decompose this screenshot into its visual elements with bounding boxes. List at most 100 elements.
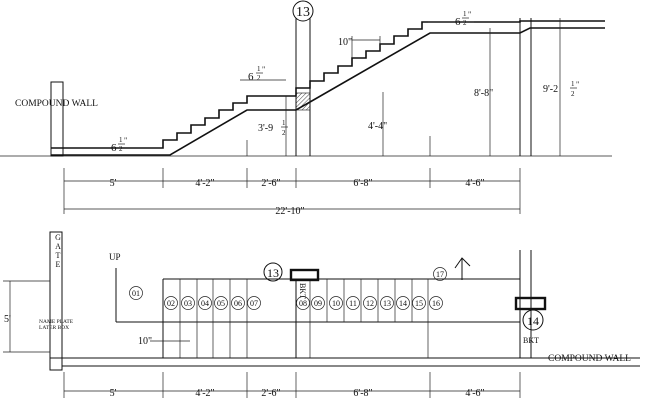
step-bubble <box>363 296 377 310</box>
section-dim-5: 4'-6" <box>465 178 484 189</box>
step-bubble <box>346 296 360 310</box>
height-9-2-frac-num: 1 <box>571 80 575 88</box>
name-plate-line-1: NAME PLATE <box>39 319 74 325</box>
grid-bubble-13 <box>292 0 314 22</box>
svg-text:6: 6 <box>111 142 117 154</box>
gate-letter-e: E <box>56 260 61 269</box>
hatched-beam <box>295 92 311 111</box>
bkt-vertical-label: BKT <box>298 283 307 299</box>
compound-wall-post <box>50 81 64 157</box>
plan-tread-label: 10" <box>138 336 152 347</box>
gate-letter-a: A <box>55 242 61 251</box>
name-plate-line-2: LATER BOX <box>39 325 69 331</box>
step-number-10: 10 <box>332 299 340 308</box>
svg-text:": " <box>468 10 471 19</box>
svg-text:": " <box>262 65 265 74</box>
plan-dim-5: 4'-6" <box>465 388 484 399</box>
step-number-16: 16 <box>432 299 440 308</box>
step-number-17: 17 <box>436 270 444 279</box>
step-bubble <box>433 267 447 281</box>
height-frac-num: 1 <box>282 119 286 127</box>
height-9-2-suffix: " <box>576 80 579 89</box>
gate-letter-g: G <box>55 233 61 242</box>
step-number-03: 03 <box>184 299 192 308</box>
height-frac-den: 2 <box>282 129 286 137</box>
height-9-2-frac-den: 2 <box>571 90 575 98</box>
grid-bubble-14 <box>522 309 544 331</box>
tread-dim-10: 10" <box>338 36 381 58</box>
height-label-4-4: 4'-4" <box>368 121 387 132</box>
step-bubble <box>231 296 245 310</box>
svg-text:2: 2 <box>463 19 467 27</box>
step-bubble <box>198 296 212 310</box>
step-number-05: 05 <box>217 299 225 308</box>
svg-text:10": 10" <box>338 37 352 48</box>
plan-dim-2: 4'-2" <box>195 388 214 399</box>
riser-label-mid: 6 1 2 " <box>240 65 286 83</box>
height-label-3-9: 3'-9 <box>258 123 273 134</box>
step-number-14: 14 <box>399 299 407 308</box>
step-number-12: 12 <box>366 299 374 308</box>
step-number-07: 07 <box>250 299 258 308</box>
grid-bubble-13-plan <box>263 262 283 282</box>
width-dim-label: 5' <box>4 314 11 325</box>
svg-text:6: 6 <box>248 71 254 83</box>
beam-13 <box>289 268 320 282</box>
svg-text:1: 1 <box>463 10 467 18</box>
plan-compound-wall-label: COMPOUND WALL <box>548 354 631 364</box>
step-number-02: 02 <box>167 299 175 308</box>
gate-letter-t: T <box>56 251 61 260</box>
height-label-9-2: 9'-2 <box>543 84 558 95</box>
step-bubble <box>396 296 410 310</box>
step-number-15: 15 <box>415 299 423 308</box>
plan-dim-3: 2'-6" <box>261 388 280 399</box>
step-bubble <box>380 296 394 310</box>
step-number-08: 08 <box>299 299 307 308</box>
section-dim-1: 5' <box>110 178 117 189</box>
grid-bubble-13-text: 13 <box>296 5 310 20</box>
svg-text:1: 1 <box>119 136 123 144</box>
step-bubble <box>214 296 228 310</box>
up-label: UP <box>109 252 121 262</box>
section-dim-4: 6'-8" <box>353 178 372 189</box>
gate-post <box>49 231 63 371</box>
compound-wall-label: COMPOUND WALL <box>15 99 98 109</box>
plan-dim-1: 5' <box>110 388 117 399</box>
svg-text:1: 1 <box>257 65 261 73</box>
svg-text:": " <box>124 136 127 145</box>
riser-label-top: 6 1 2 " <box>428 10 474 28</box>
height-label-8-8: 8'-8" <box>474 88 493 99</box>
step-bubble <box>164 296 178 310</box>
section-dim-chain: 5' 4'-2" 2'-6" 6'-8" 4'-6" 22'-10" <box>63 168 521 217</box>
step-number-13: 13 <box>383 299 391 308</box>
step-bubble <box>311 296 325 310</box>
step-bubble <box>412 296 426 310</box>
section-dim-3: 2'-6" <box>261 178 280 189</box>
stair-profile <box>51 20 605 149</box>
beam-14 <box>514 296 547 311</box>
bkt-label: BKT <box>523 336 539 345</box>
step-bubble <box>329 296 343 310</box>
svg-text:2: 2 <box>119 145 123 153</box>
up-arrow-icon <box>454 257 471 280</box>
step-bubble <box>296 296 310 310</box>
step-number-01: 01 <box>132 289 140 298</box>
stair-underside <box>51 27 605 156</box>
section-total-dim: 22'-10" <box>275 206 304 217</box>
step-bubble <box>429 296 443 310</box>
plan-dim-4: 6'-8" <box>353 388 372 399</box>
step-bubble <box>181 296 195 310</box>
section-dim-2: 4'-2" <box>195 178 214 189</box>
plan-dim-chain: 5' 4'-2" 2'-6" 6'-8" 4'-6" <box>63 372 521 399</box>
step-number-11: 11 <box>349 299 357 308</box>
step-number-06: 06 <box>234 299 242 308</box>
riser-label-bottom: 6 1 2 " <box>111 136 127 154</box>
svg-text:2: 2 <box>257 74 261 82</box>
grid-bubble-14-text: 14 <box>527 314 539 328</box>
step-number-04: 04 <box>201 299 209 308</box>
plan-view: G A T E COMPOUND WALL UP <box>3 231 640 399</box>
grid-bubble-13-plan-text: 13 <box>267 266 279 280</box>
section-view: COMPOUND WALL 13 6 1 2 " 6 1 <box>0 0 612 217</box>
